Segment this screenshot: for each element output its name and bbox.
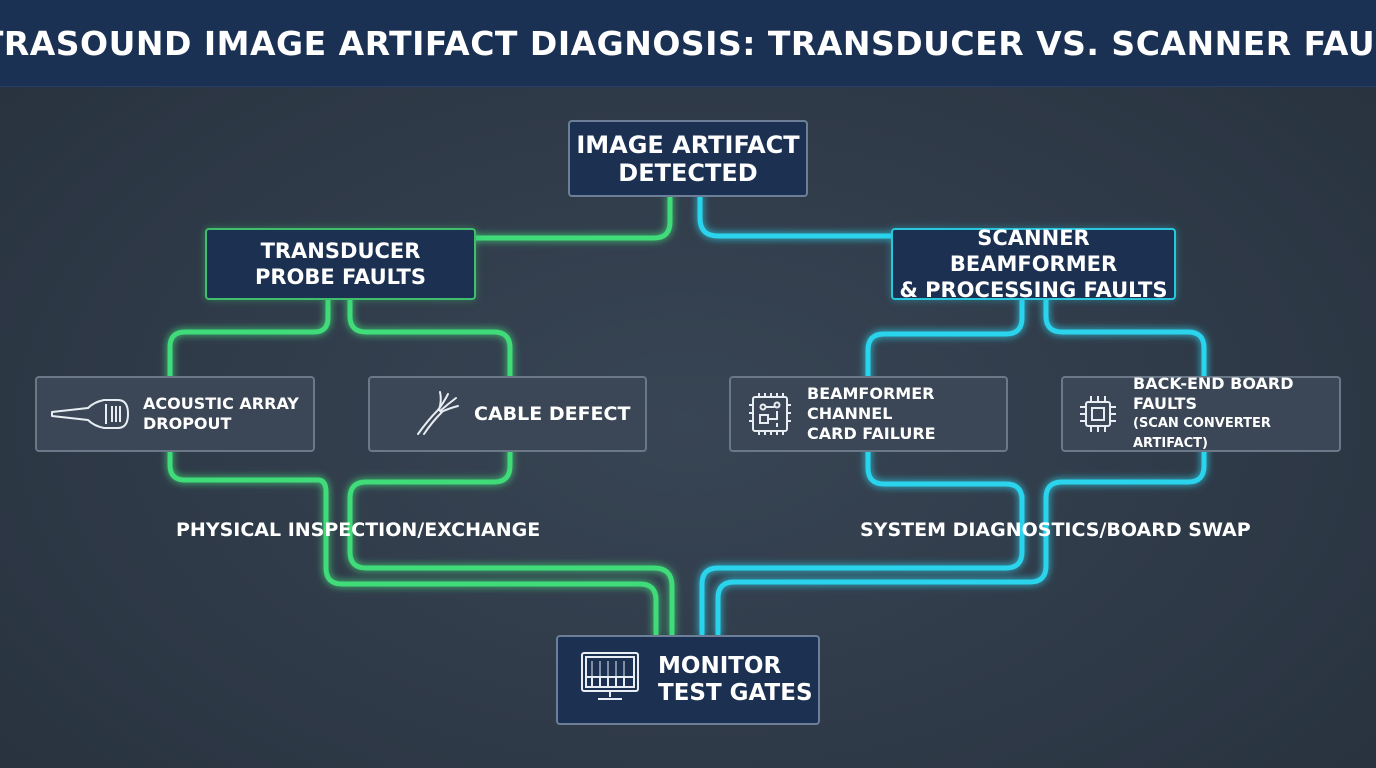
scanner-title-line2: & PROCESSING FAULTS bbox=[899, 278, 1168, 302]
stage-label-system-diagnostics: SYSTEM DIAGNOSTICS/BOARD SWAP bbox=[860, 519, 1251, 541]
root-node-image-artifact: IMAGE ARTIFACT DETECTED bbox=[568, 120, 808, 197]
monitor-line1: MONITOR bbox=[658, 653, 782, 679]
leaf-backend-line2: (SCAN CONVERTER ARTIFACT) bbox=[1133, 416, 1271, 451]
transducer-title-line1: TRANSDUCER bbox=[260, 239, 421, 263]
category-transducer-probe-faults: TRANSDUCER PROBE FAULTS bbox=[205, 228, 476, 300]
root-line2: DETECTED bbox=[618, 158, 758, 187]
chip-icon bbox=[1075, 393, 1121, 435]
leaf-cable-line1: CABLE DEFECT bbox=[474, 403, 631, 425]
circuit-board-icon bbox=[745, 391, 795, 437]
frayed-cable-icon bbox=[410, 390, 466, 438]
transducer-title-line2: PROBE FAULTS bbox=[254, 265, 427, 289]
leaf-beamformer-line1: BEAMFORMER CHANNEL bbox=[807, 384, 935, 423]
stage-label-physical-inspection: PHYSICAL INSPECTION/EXCHANGE bbox=[176, 519, 541, 541]
scanner-title-line1: SCANNER BEAMFORMER bbox=[949, 226, 1118, 276]
leaf-beamformer-line2: CARD FAILURE bbox=[807, 424, 936, 443]
leaf-backend-line1: BACK-END BOARD FAULTS bbox=[1133, 374, 1294, 413]
leaf-acoustic-line1: ACOUSTIC ARRAY bbox=[143, 394, 299, 413]
monitor-test-gates-node: MONITOR TEST GATES bbox=[556, 635, 820, 725]
leaf-beamformer-channel-card: BEAMFORMER CHANNEL CARD FAILURE bbox=[729, 376, 1008, 452]
monitor-icon bbox=[578, 649, 642, 712]
page-title: ULTRASOUND IMAGE ARTIFACT DIAGNOSIS: TRA… bbox=[0, 23, 1376, 63]
monitor-line2: TEST GATES bbox=[658, 680, 813, 706]
scanner-path bbox=[697, 193, 1207, 638]
ultrasound-probe-icon bbox=[47, 392, 133, 436]
header-bar: ULTRASOUND IMAGE ARTIFACT DIAGNOSIS: TRA… bbox=[0, 0, 1376, 87]
leaf-cable-defect: CABLE DEFECT bbox=[368, 376, 647, 452]
leaf-acoustic-array-dropout: ACOUSTIC ARRAY DROPOUT bbox=[35, 376, 315, 452]
leaf-acoustic-line2: DROPOUT bbox=[143, 414, 232, 433]
category-scanner-faults: SCANNER BEAMFORMER & PROCESSING FAULTS bbox=[891, 226, 1176, 302]
leaf-back-end-board-faults: BACK-END BOARD FAULTS (SCAN CONVERTER AR… bbox=[1061, 374, 1341, 452]
root-line1: IMAGE ARTIFACT bbox=[576, 130, 800, 159]
transducer-path bbox=[167, 193, 675, 638]
